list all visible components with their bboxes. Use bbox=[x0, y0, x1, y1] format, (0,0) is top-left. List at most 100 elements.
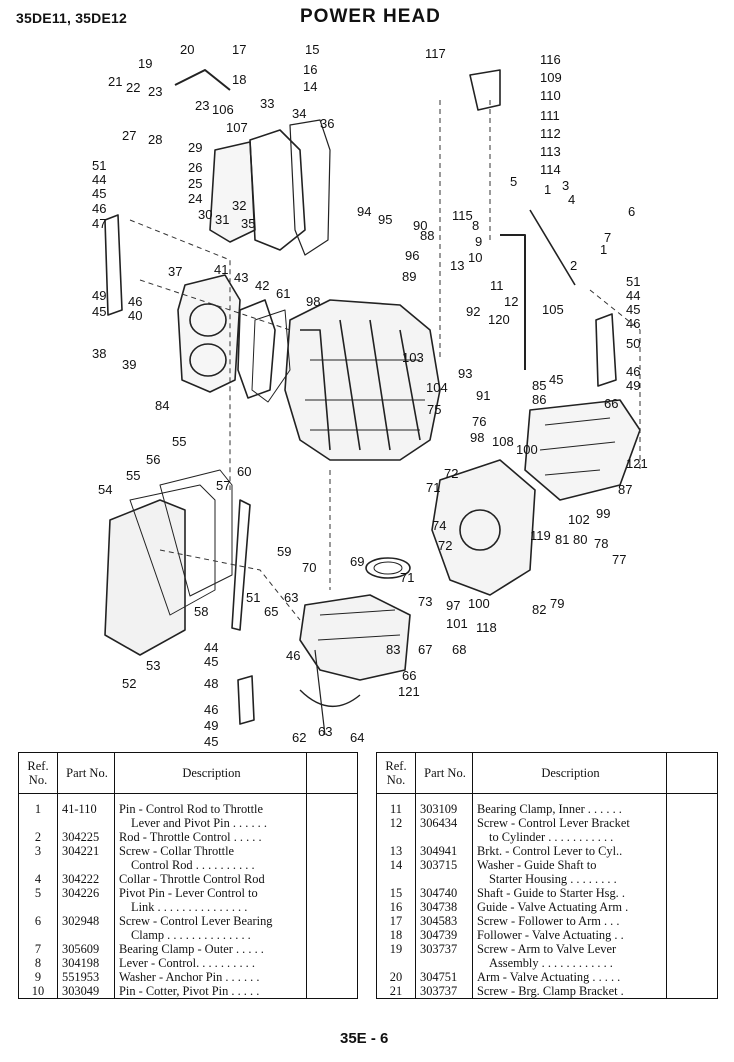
callout-58: 58 bbox=[194, 604, 208, 619]
callout-66: 66 bbox=[604, 396, 618, 411]
col-header-ref: Ref. No. bbox=[18, 752, 58, 794]
callout-49: 49 bbox=[92, 288, 106, 303]
callout-118: 118 bbox=[476, 620, 497, 635]
callout-46: 46 bbox=[92, 201, 106, 216]
description-cell: Rod - Throttle Control . . . . . bbox=[114, 830, 307, 844]
ref-cell: 19 bbox=[376, 942, 416, 956]
description-cell: Screw - Follower to Arm . . . bbox=[472, 914, 667, 928]
callout-88: 88 bbox=[420, 228, 434, 243]
part-number-cell: 304941 bbox=[415, 844, 473, 858]
blank-cell bbox=[307, 970, 358, 984]
callout-111: 111 bbox=[540, 108, 560, 123]
blank-cell bbox=[307, 900, 358, 914]
blank-cell bbox=[667, 956, 718, 970]
table-row: Control Rod . . . . . . . . . . bbox=[18, 858, 358, 872]
blank-cell bbox=[307, 844, 358, 858]
callout-54: 54 bbox=[98, 482, 112, 497]
callout-33: 33 bbox=[260, 96, 274, 111]
callout-11: 11 bbox=[490, 278, 504, 293]
ref-cell: 21 bbox=[376, 984, 416, 999]
callout-44c: 44 bbox=[204, 640, 218, 655]
description-cell: Control Rod . . . . . . . . . . bbox=[114, 858, 307, 872]
callout-12: 12 bbox=[504, 294, 518, 309]
col-header-blank bbox=[666, 752, 718, 794]
callout-119: 119 bbox=[530, 528, 551, 543]
callout-31: 31 bbox=[215, 212, 229, 227]
callout-15: 15 bbox=[305, 42, 319, 57]
callout-69: 69 bbox=[350, 554, 364, 569]
table-row: Lever and Pivot Pin . . . . . . bbox=[18, 816, 358, 830]
ref-cell: 1 bbox=[18, 793, 58, 816]
table-row: Starter Housing . . . . . . . . bbox=[376, 872, 718, 886]
callout-97: 97 bbox=[446, 598, 460, 613]
callout-87: 87 bbox=[618, 482, 632, 497]
callout-73: 73 bbox=[418, 594, 432, 609]
ref-cell bbox=[376, 872, 416, 886]
page-number: 35E - 6 bbox=[340, 1030, 389, 1047]
ref-cell: 5 bbox=[18, 886, 58, 900]
callout-51: 51 bbox=[92, 158, 106, 173]
callout-14: 14 bbox=[303, 79, 317, 94]
ref-cell: 4 bbox=[18, 872, 58, 886]
callout-64: 64 bbox=[350, 730, 364, 745]
callout-79: 79 bbox=[550, 596, 564, 611]
callout-109: 109 bbox=[540, 70, 562, 85]
blank-cell bbox=[667, 830, 718, 844]
callout-93: 93 bbox=[458, 366, 472, 381]
callout-45e: 45 bbox=[204, 654, 218, 669]
ref-cell: 12 bbox=[376, 816, 416, 830]
blank-cell bbox=[307, 984, 358, 999]
callout-44: 44 bbox=[92, 172, 106, 187]
callout-108: 108 bbox=[492, 434, 514, 449]
ref-cell bbox=[18, 816, 58, 830]
callout-63: 63 bbox=[284, 590, 298, 605]
ref-cell: 13 bbox=[376, 844, 416, 858]
callout-45d: 45 bbox=[549, 372, 563, 387]
part-number-cell: 304221 bbox=[57, 844, 115, 858]
description-cell: Starter Housing . . . . . . . . bbox=[472, 872, 667, 886]
callout-96: 96 bbox=[405, 248, 419, 263]
blank-cell bbox=[307, 956, 358, 970]
part-number-cell: 302948 bbox=[57, 914, 115, 928]
callout-85: 85 bbox=[532, 378, 546, 393]
callout-51b: 51 bbox=[626, 274, 640, 289]
callout-25: 25 bbox=[188, 176, 202, 191]
ref-cell bbox=[18, 858, 58, 872]
blank-cell bbox=[667, 872, 718, 886]
description-cell: Screw - Arm to Valve Lever bbox=[472, 942, 667, 956]
ref-cell: 17 bbox=[376, 914, 416, 928]
callout-80: 80 bbox=[573, 532, 587, 547]
blank-cell bbox=[667, 886, 718, 900]
callout-78: 78 bbox=[594, 536, 608, 551]
callout-30: 30 bbox=[198, 207, 212, 222]
callout-81: 81 bbox=[555, 532, 569, 547]
description-cell: Pin - Cotter, Pivot Pin . . . . . bbox=[114, 984, 307, 999]
blank-cell bbox=[307, 794, 358, 817]
callout-17: 17 bbox=[232, 42, 246, 57]
callout-34: 34 bbox=[292, 106, 306, 121]
callout-72b: 72 bbox=[438, 538, 452, 553]
part-number-cell bbox=[57, 928, 115, 942]
callout-84: 84 bbox=[155, 398, 169, 413]
callout-7: 7 bbox=[604, 230, 611, 245]
blank-cell bbox=[667, 928, 718, 942]
callout-49b: 49 bbox=[626, 378, 640, 393]
callout-39: 39 bbox=[122, 357, 136, 372]
callout-35: 35 bbox=[241, 216, 255, 231]
part-number-cell: 305609 bbox=[57, 942, 115, 956]
callout-28: 28 bbox=[148, 132, 162, 147]
ref-cell: 8 bbox=[18, 956, 58, 970]
ref-cell: 10 bbox=[18, 984, 58, 999]
